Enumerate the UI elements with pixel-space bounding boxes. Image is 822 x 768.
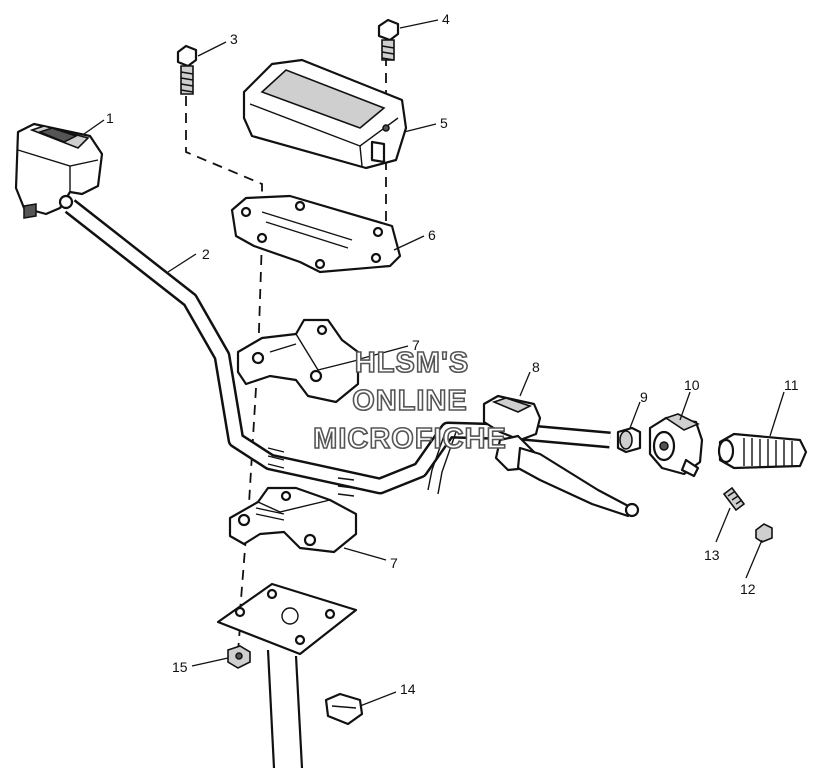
watermark: HLSM'S ONLINE MICROFICHE	[312, 346, 507, 456]
handlebar-pad-5	[242, 58, 408, 170]
callout-2: 2	[202, 246, 210, 262]
handlebar-2	[64, 199, 611, 497]
callout-7-lower: 7	[390, 555, 398, 571]
callout-14: 14	[400, 681, 416, 697]
watermark-line-1: HLSM'S	[355, 347, 469, 379]
nut-15	[227, 645, 251, 669]
callout-5: 5	[440, 115, 448, 131]
callout-9: 9	[640, 389, 648, 405]
callout-1: 1	[106, 110, 114, 126]
grip-11	[717, 432, 808, 470]
steering-post-plate	[216, 582, 358, 768]
clamp-7-lower	[228, 486, 358, 554]
spacer-9	[616, 426, 642, 454]
throttle-housing-10	[648, 413, 704, 478]
callout-10: 10	[684, 377, 700, 393]
bolt-3	[176, 44, 198, 95]
screw-13	[722, 486, 746, 512]
callout-13: 13	[704, 547, 720, 563]
callout-3: 3	[230, 31, 238, 47]
bolt-4	[377, 18, 400, 61]
watermark-line-3: MICROFICHE	[313, 423, 507, 455]
callout-15: 15	[172, 659, 188, 675]
callout-4: 4	[442, 11, 450, 27]
plate-6	[230, 194, 402, 274]
clamp-7-upper	[236, 318, 360, 404]
callouts: 1 2 3 4 5 6 7 7 8 9 10 11 12 13 14 15	[106, 11, 799, 697]
callout-6: 6	[428, 227, 436, 243]
master-cylinder-8	[427, 394, 640, 518]
callout-11: 11	[784, 377, 799, 393]
leader-lines	[83, 19, 785, 707]
watermark-line-2: ONLINE	[352, 385, 468, 417]
clip-14	[324, 692, 364, 726]
callout-8: 8	[532, 359, 540, 375]
master-cylinder-1	[14, 122, 104, 219]
callout-12: 12	[740, 581, 756, 597]
callout-7-upper: 7	[412, 337, 420, 353]
cap-12	[755, 523, 773, 543]
